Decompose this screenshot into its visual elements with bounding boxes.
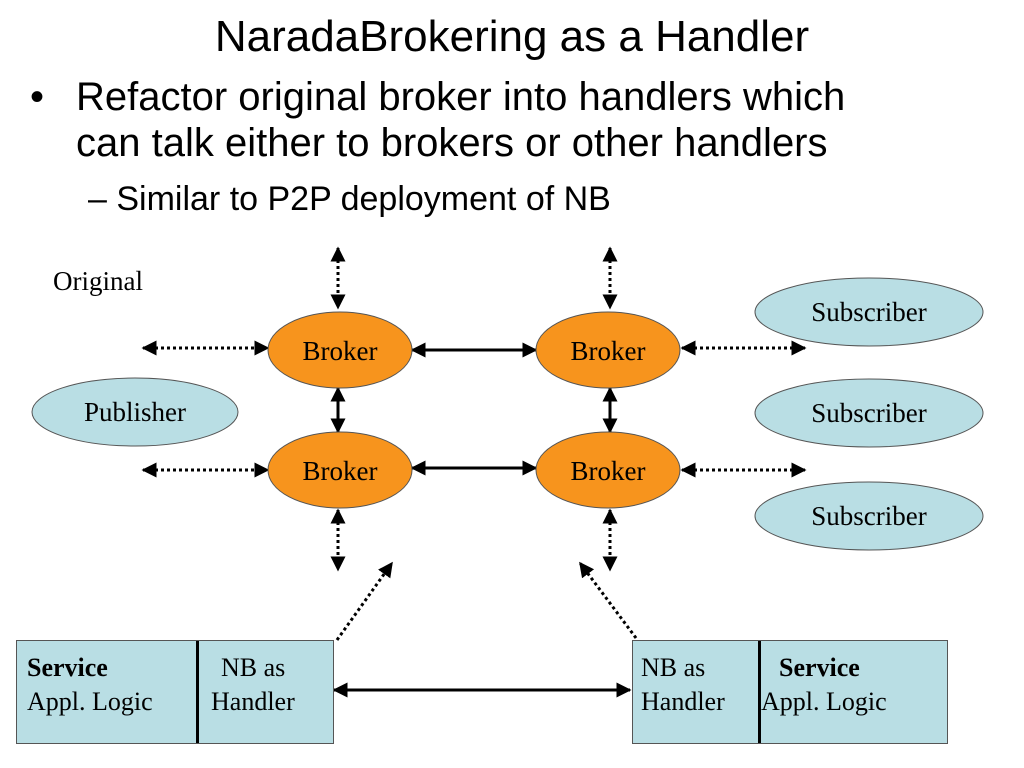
subscriber-node-1: Subscriber (754, 277, 984, 347)
appl-logic-label: Appl. Logic (27, 687, 153, 716)
left-service-cell: Service Appl. Logic (27, 641, 197, 743)
subscriber-node-3: Subscriber (754, 481, 984, 551)
broker-bottom-left: Broker (267, 431, 413, 509)
dotted-arrow-diag-right (578, 561, 638, 639)
right-handler-cell: NB as Handler (641, 641, 761, 743)
right-service-cell: Service Appl. Logic (761, 641, 945, 743)
slide-title: NaradaBrokering as a Handler (214, 12, 810, 61)
original-label: Original (53, 266, 143, 296)
broker-top-right: Broker (535, 311, 681, 389)
appl-logic-label: Appl. Logic (761, 687, 887, 716)
left-handler-box: Service Appl. Logic NB as Handler (16, 640, 334, 744)
handler-label: Handler (641, 687, 725, 716)
broker-bottom-right: Broker (535, 431, 681, 509)
subscriber-label: Subscriber (811, 297, 926, 327)
nb-as-label: NB as (641, 653, 706, 682)
service-label-wrap: Service (761, 651, 945, 685)
publisher-node: Publisher (31, 377, 239, 447)
bullet-marker: • (30, 75, 45, 119)
subscriber-node-2: Subscriber (754, 378, 984, 448)
publisher-label: Publisher (84, 397, 186, 427)
dotted-arrow-diag-left (335, 561, 394, 641)
right-handler-box: NB as Handler Service Appl. Logic (632, 640, 948, 744)
nb-as-label: NB as (221, 653, 286, 682)
broker-label: Broker (303, 336, 378, 366)
service-label: Service (779, 653, 860, 682)
broker-label: Broker (571, 456, 646, 486)
left-handler-cell: NB as Handler (211, 641, 331, 743)
subscriber-label: Subscriber (811, 398, 926, 428)
box-divider (196, 641, 199, 743)
bullet-line-1: Refactor original broker into handlers w… (76, 75, 846, 119)
broker-label: Broker (303, 456, 378, 486)
handler-label: Handler (211, 687, 295, 716)
broker-top-left: Broker (267, 311, 413, 389)
subscriber-label: Subscriber (811, 501, 926, 531)
broker-label: Broker (571, 336, 646, 366)
service-label: Service (27, 653, 108, 682)
sub-bullet: – Similar to P2P deployment of NB (88, 180, 611, 218)
box-divider (758, 641, 761, 743)
bullet-line-2: can talk either to brokers or other hand… (76, 121, 828, 165)
